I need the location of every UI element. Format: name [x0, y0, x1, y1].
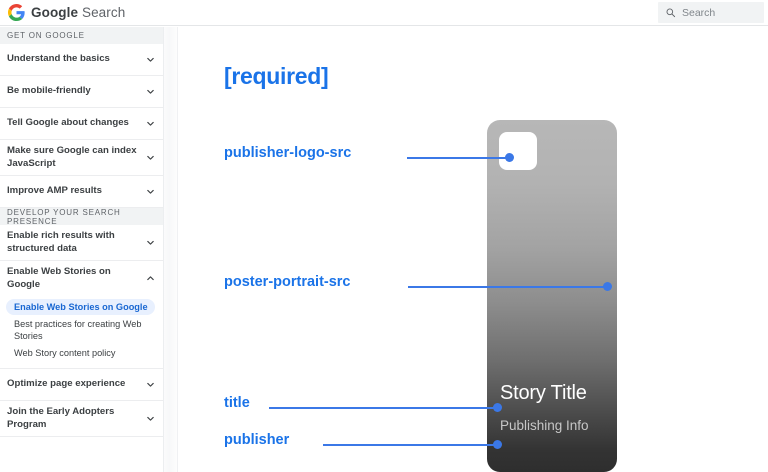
chevron-down-icon: [147, 121, 154, 126]
main-content: [required] Story Title Publishing Info p…: [179, 27, 768, 472]
sidebar-item-label: Understand the basics: [7, 53, 110, 65]
sidebar-item-enable-web-stories-on-google[interactable]: Enable Web Stories on Google: [0, 261, 163, 296]
sidebar-item-label: Make sure Google can index JavaScript: [7, 145, 137, 169]
chevron-down-icon: [147, 189, 154, 194]
sidebar-item-label: Optimize page experience: [7, 378, 126, 390]
chevron-down-icon: [147, 240, 154, 245]
callout-label-publisher: publisher: [224, 432, 290, 448]
app-header: Google Search Search: [0, 0, 768, 26]
search-placeholder: Search: [682, 6, 716, 19]
sidebar-item-label: Tell Google about changes: [7, 117, 129, 129]
sidebar-subitem-best-practices[interactable]: Best practices for creating Web Stories: [6, 316, 155, 344]
sidebar-item-index-javascript[interactable]: Make sure Google can index JavaScript: [0, 140, 163, 176]
header-search-box[interactable]: Search: [658, 2, 764, 23]
sidebar-item-label: Enable Web Stories on Google: [7, 266, 111, 290]
leader-dot-publisher-logo-src: [505, 153, 514, 162]
leader-line-publisher-logo-src: [407, 157, 509, 159]
chevron-down-icon: [147, 89, 154, 94]
page-title: [required]: [224, 63, 329, 89]
search-icon: [666, 8, 676, 18]
sidebar-subitem-label: Web Story content policy: [14, 348, 116, 358]
chevron-down-icon: [147, 57, 154, 62]
callout-label-publisher-logo-src: publisher-logo-src: [224, 145, 352, 161]
leader-line-poster-portrait-src: [408, 286, 607, 288]
sidebar-subitem-enable-web-stories-on-google[interactable]: Enable Web Stories on Google: [6, 299, 155, 315]
brand[interactable]: Google Search: [0, 4, 125, 21]
chevron-up-icon: [147, 276, 154, 281]
publishing-info-text: Publishing Info: [500, 418, 589, 433]
sidebar-section-heading-develop-your-search-presence: DEVELOP YOUR SEARCH PRESENCE: [0, 208, 163, 226]
sidebar-item-label: Improve AMP results: [7, 185, 102, 197]
leader-line-publisher: [323, 444, 497, 446]
sidebar-item-improve-amp-results[interactable]: Improve AMP results: [0, 176, 163, 208]
chevron-down-icon: [147, 416, 154, 421]
story-title-text: Story Title: [500, 382, 587, 404]
leader-dot-title: [493, 403, 502, 412]
sidebar-item-label: Be mobile-friendly: [7, 85, 91, 97]
sidebar-section-heading-get-on-google: GET ON GOOGLE: [0, 27, 163, 44]
sidebar-subitem-web-story-content-policy[interactable]: Web Story content policy: [6, 345, 155, 361]
brand-product: Search: [78, 5, 126, 20]
sidebar-subitem-label: Best practices for creating Web Stories: [14, 319, 142, 341]
sidebar-subitems-web-stories: Enable Web Stories on Google Best practi…: [0, 296, 163, 369]
brand-name: Google: [31, 5, 79, 20]
sidebar-item-label: Enable rich results with structured data: [7, 230, 115, 254]
sidebar-item-optimize-page-experience[interactable]: Optimize page experience: [0, 369, 163, 401]
publisher-logo-placeholder: [499, 132, 537, 170]
google-g-logo: [8, 4, 25, 21]
sidebar-item-tell-google-about-changes[interactable]: Tell Google about changes: [0, 108, 163, 140]
chevron-down-icon: [147, 382, 154, 387]
leader-dot-publisher: [493, 440, 502, 449]
leader-line-title: [269, 407, 497, 409]
sidebar-item-enable-rich-results[interactable]: Enable rich results with structured data: [0, 225, 163, 261]
sidebar-divider: [163, 27, 178, 472]
web-story-preview-mock: Story Title Publishing Info: [487, 120, 617, 472]
sidebar-item-join-early-adopters-program[interactable]: Join the Early Adopters Program: [0, 401, 163, 437]
sidebar-item-label: Join the Early Adopters Program: [7, 406, 115, 430]
sidebar-item-be-mobile-friendly[interactable]: Be mobile-friendly: [0, 76, 163, 108]
callout-label-title: title: [224, 395, 250, 411]
sidebar-nav[interactable]: GET ON GOOGLE Understand the basics Be m…: [0, 27, 163, 472]
chevron-down-icon: [147, 155, 154, 160]
leader-dot-poster-portrait-src: [603, 282, 612, 291]
brand-title: Google Search: [31, 5, 125, 20]
sidebar-item-understand-the-basics[interactable]: Understand the basics: [0, 44, 163, 76]
sidebar-subitem-label: Enable Web Stories on Google: [14, 302, 148, 312]
callout-label-poster-portrait-src: poster-portrait-src: [224, 274, 351, 290]
